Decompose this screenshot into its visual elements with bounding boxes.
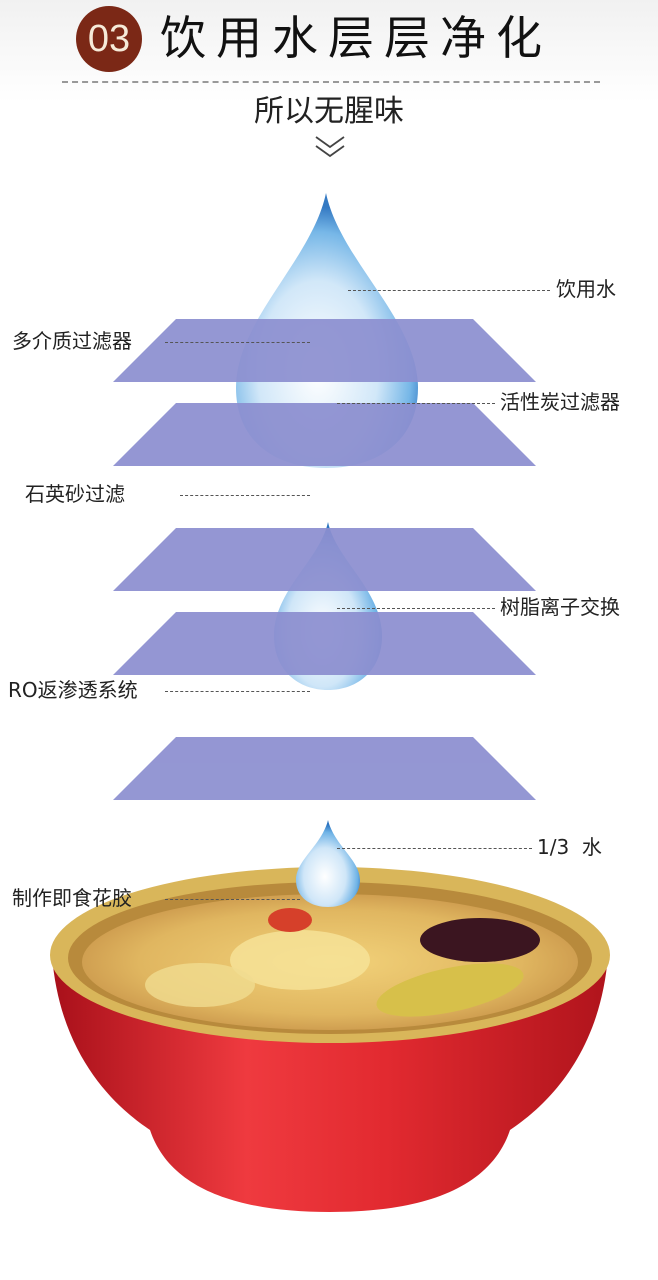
- title-divider: [62, 81, 600, 83]
- label-activated-carbon-filter: 活性炭过滤器: [500, 390, 620, 414]
- filter-layer-2: [113, 403, 536, 466]
- filter-layer-5: [113, 737, 536, 800]
- label-resin-ion-exchange: 树脂离子交换: [500, 595, 620, 619]
- filter-layer-4: [113, 612, 536, 675]
- leader-line: [337, 403, 495, 404]
- label-ro-reverse-osmosis: RO返渗透系统: [8, 678, 138, 702]
- leader-line: [337, 608, 495, 609]
- label-multimedia-filter: 多介质过滤器: [12, 329, 132, 353]
- leader-line: [180, 495, 310, 496]
- water-drop-small: [296, 820, 360, 907]
- leader-line: [337, 848, 532, 849]
- label-drinking-water: 饮用水: [556, 277, 616, 301]
- filter-layer-1: [113, 319, 536, 382]
- label-ready-to-eat-fish-maw: 制作即食花胶: [12, 886, 132, 910]
- leader-line: [165, 899, 300, 900]
- leader-line: [165, 691, 310, 692]
- bowl-image: [50, 867, 610, 1212]
- double-chevron-down-icon: [315, 136, 345, 158]
- section-number-badge: 03: [76, 6, 142, 72]
- leader-line: [165, 342, 310, 343]
- label-one-third-water: 1/3 水: [537, 835, 602, 859]
- label-quartz-sand-filter: 石英砂过滤: [25, 482, 125, 506]
- section-subtitle: 所以无腥味: [254, 94, 404, 129]
- filter-layer-3: [113, 528, 536, 591]
- section-title: 饮用水层层净化: [160, 11, 552, 65]
- leader-line: [348, 290, 550, 291]
